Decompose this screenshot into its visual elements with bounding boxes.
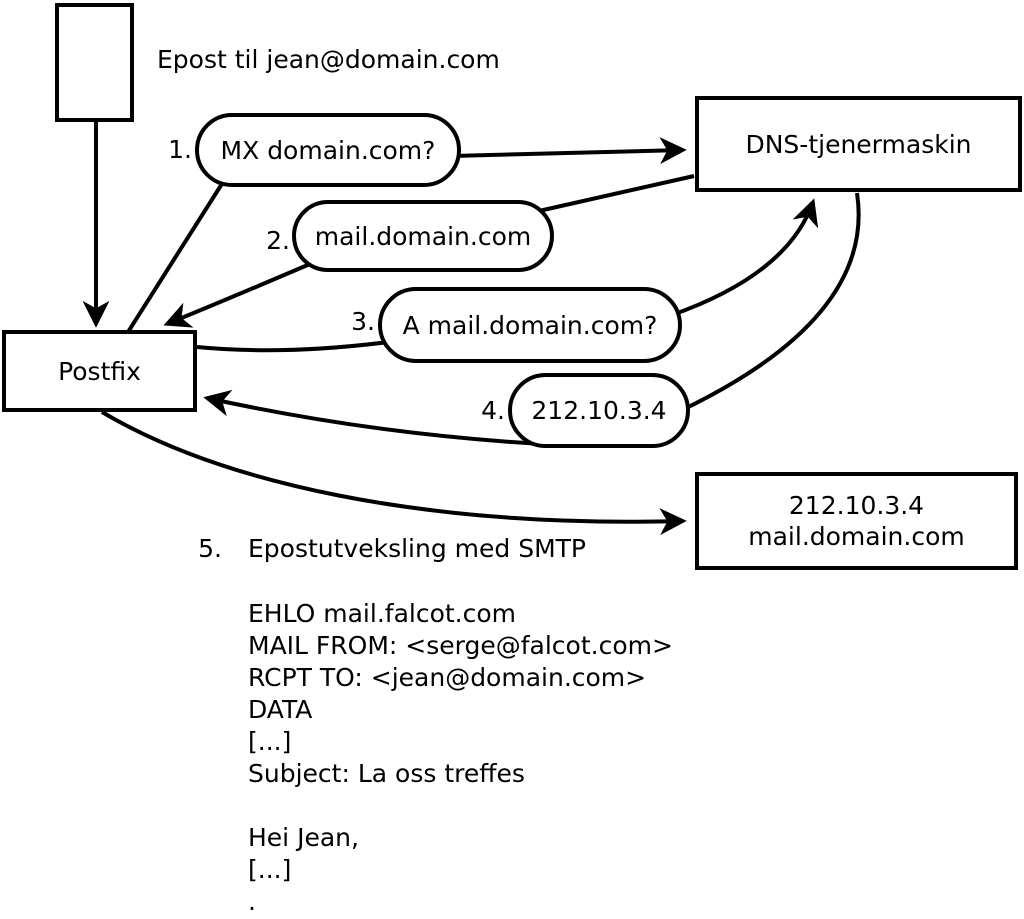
step-number-1: 1. — [168, 135, 192, 164]
arrow-mx-query-to-dns — [451, 137, 687, 165]
mail-server-node: 212.10.3.4 mail.domain.com — [695, 472, 1018, 570]
smtp-line: Subject: La oss treffes — [248, 759, 525, 788]
email-label: Epost til jean@domain.com — [157, 45, 500, 74]
arrow-a-query-to-dns — [671, 198, 819, 317]
reply-pill-ip: 212.10.3.4 — [508, 373, 690, 448]
reply-pill-ip-label: 212.10.3.4 — [531, 396, 667, 425]
smtp-line: RCPT TO: <jean@domain.com> — [248, 663, 647, 692]
reply-pill-mx: mail.domain.com — [292, 200, 554, 272]
query-pill-mx-label: MX domain.com? — [220, 135, 436, 165]
postfix-node: Postfix — [2, 330, 197, 412]
smtp-line — [248, 790, 673, 822]
smtp-line: MAIL FROM: <serge@falcot.com> — [248, 631, 673, 660]
reply-pill-mx-label: mail.domain.com — [314, 221, 532, 251]
step-number-4: 4. — [481, 396, 505, 425]
smtp-line: [...] — [248, 855, 292, 884]
envelope-node — [55, 3, 134, 122]
query-pill-mx: MX domain.com? — [195, 113, 461, 187]
step-number-2: 2. — [266, 226, 290, 255]
smtp-line: Hei Jean, — [248, 823, 359, 852]
arrow-a-reply-to-postfix — [203, 389, 561, 447]
dns-server-label: DNS-tjenermaskin — [745, 129, 972, 159]
dns-server-node: DNS-tjenermaskin — [695, 96, 1022, 192]
line-dns-to-mx-reply — [529, 174, 695, 215]
smtp-line: DATA — [248, 695, 313, 724]
smtp-line: . — [248, 887, 256, 916]
arrow-postfix-to-mailserver-smtp — [100, 410, 687, 536]
smtp-transcript: EHLO mail.falcot.com MAIL FROM: <serge@f… — [248, 598, 673, 918]
postfix-label: Postfix — [58, 356, 141, 386]
mail-server-hostname: mail.domain.com — [748, 522, 965, 551]
step-number-3: 3. — [351, 307, 375, 336]
arrow-mx-reply-to-postfix — [163, 262, 311, 328]
step-number-5: 5. — [198, 534, 222, 563]
query-pill-a-record-label: A mail.domain.com? — [402, 310, 658, 340]
query-pill-a-record: A mail.domain.com? — [378, 287, 682, 363]
mail-server-ip: 212.10.3.4 — [788, 491, 925, 520]
line-dns-to-a-reply — [677, 192, 861, 414]
smtp-line: [...] — [248, 727, 292, 756]
smtp-line: EHLO mail.falcot.com — [248, 599, 517, 628]
line-postfix-to-mx-query — [126, 166, 234, 334]
smtp-exchange-label: Epostutveksling med SMTP — [248, 534, 587, 563]
